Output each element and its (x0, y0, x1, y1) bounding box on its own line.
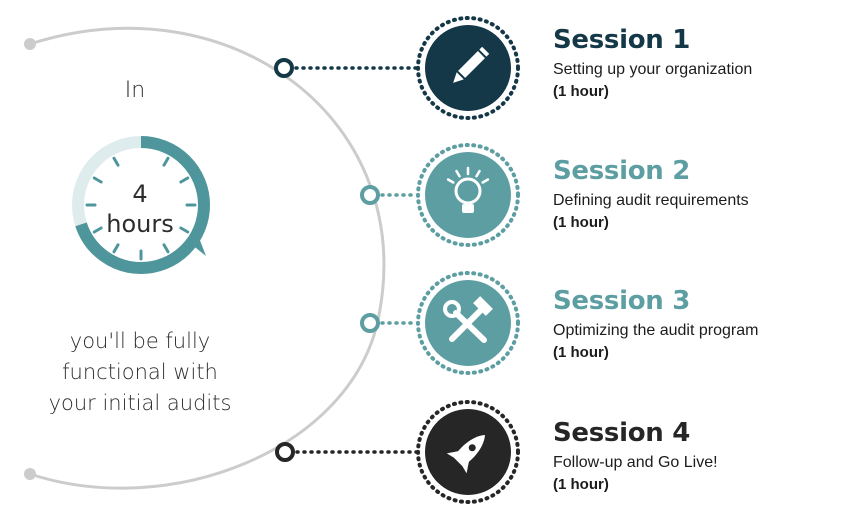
hammer-handle (453, 310, 487, 343)
session-3-title: Session 3 (553, 286, 691, 316)
session-4: Session 4 Follow-up and Go Live! (1 hour… (553, 418, 718, 496)
clock-tick (92, 226, 103, 234)
clock-tick (162, 243, 170, 254)
timeline-arc (29, 26, 386, 490)
bulb-ray (455, 169, 461, 178)
clock-tick (92, 176, 103, 184)
session-4-duration: (1 hour) (553, 476, 609, 493)
tagline-line-2: functional with (62, 360, 218, 384)
badge-dotted-ring (416, 16, 520, 120)
clock-tick (112, 156, 120, 167)
session-2-duration: (1 hour) (553, 214, 609, 231)
rocket-fin-left (446, 450, 461, 458)
bulb-ray (446, 178, 455, 184)
tagline-line-3: your initial audits (48, 391, 232, 415)
clock-duration-unit: hours (106, 210, 174, 238)
arc-end-dot (24, 468, 36, 480)
hammer-head (473, 296, 493, 316)
session-4-title: Session 4 (553, 418, 691, 448)
tagline-line-1: you'll be fully (69, 329, 211, 353)
badge-dotted-ring (416, 143, 520, 247)
timeline-node (274, 58, 294, 78)
session-1-description: Setting up your organization (553, 61, 753, 78)
bulb-ray (481, 178, 490, 184)
tools-icon (443, 296, 493, 343)
session-badge (425, 152, 511, 238)
lightbulb-icon (446, 166, 490, 213)
arc-start-dot (24, 38, 36, 50)
intro-prefix: In (124, 78, 146, 103)
session-1: Session 1 Setting up your organization (… (553, 25, 752, 103)
timeline-node (360, 313, 380, 333)
clock-tick (112, 243, 120, 254)
bulb-ray (475, 169, 481, 178)
clock-duration-number: 4 (132, 180, 148, 208)
session-2: Session 2 Defining audit requirements (1… (553, 156, 749, 234)
clock-ticks (85, 156, 197, 261)
session-3-description: Optimizing the audit program (553, 322, 759, 339)
clock-tick (179, 176, 190, 184)
bulb-base (462, 204, 474, 213)
wrench-head (443, 300, 461, 318)
session-1-duration: (1 hour) (553, 83, 609, 100)
timeline-node (275, 442, 295, 462)
clock-tick (162, 156, 170, 167)
clock-arrow-head (186, 230, 206, 256)
clock-progress-ring (72, 136, 210, 274)
badge-dotted-ring (416, 400, 520, 504)
pencil-body (458, 51, 485, 78)
badge-dotted-ring (416, 271, 520, 375)
session-3: Session 3 Optimizing the audit program (… (553, 286, 758, 364)
clock-tick (179, 226, 190, 234)
session-4-description: Follow-up and Go Live! (553, 454, 718, 471)
pencil-eraser (479, 46, 490, 57)
bulb-glass (454, 177, 482, 205)
clock-icon (72, 136, 210, 274)
session-1-title: Session 1 (553, 25, 691, 55)
rocket-window (468, 444, 476, 452)
session-2-title: Session 2 (553, 156, 691, 186)
timeline-node (360, 185, 380, 205)
rocket-fin-right (462, 459, 470, 474)
session-3-duration: (1 hour) (553, 344, 609, 361)
rocket-icon (446, 435, 485, 474)
session-2-description: Defining audit requirements (553, 192, 749, 209)
rocket-body (453, 435, 485, 467)
tagline: you'll be fully functional with your ini… (25, 326, 255, 419)
